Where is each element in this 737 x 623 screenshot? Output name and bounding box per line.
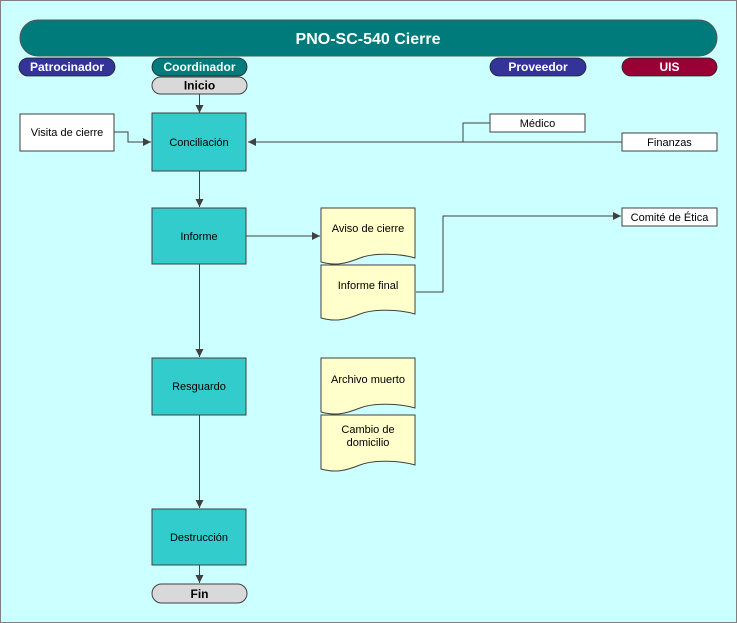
process-destruccion-label: Destrucción — [170, 532, 228, 544]
process-conciliacion[interactable]: Conciliación — [151, 112, 247, 172]
process-resguardo[interactable]: Resguardo — [151, 357, 247, 416]
document-archivo-muerto[interactable]: Archivo muerto — [320, 357, 416, 415]
external-visita-de-cierre[interactable]: Visita de cierre — [19, 113, 115, 152]
title-bar — [19, 19, 718, 57]
role-proveedor: Proveedor — [489, 57, 587, 77]
document-aviso-de-cierre[interactable]: Aviso de cierre — [320, 207, 416, 265]
document-cambio-de-domicilio[interactable]: Cambio de domicilio — [320, 414, 416, 472]
role-patrocinador-label: Patrocinador — [30, 60, 104, 74]
end-terminal[interactable]: Fin — [151, 583, 248, 604]
external-finanzas-label: Finanzas — [647, 137, 692, 149]
role-coordinador: Coordinador — [151, 57, 248, 77]
diagram-title: PNO-SC-540 Cierre — [296, 31, 441, 48]
start-terminal[interactable]: Inicio — [151, 76, 248, 95]
role-coordinador-label: Coordinador — [164, 60, 236, 74]
connectors — [114, 94, 622, 583]
document-informe-final[interactable]: Informe final — [320, 264, 416, 321]
process-informe[interactable]: Informe — [151, 207, 247, 265]
process-conciliacion-label: Conciliación — [169, 137, 228, 149]
process-destruccion[interactable]: Destrucción — [151, 508, 247, 566]
start-terminal-label: Inicio — [184, 79, 215, 93]
external-comite-de-etica[interactable]: Comité de Ética — [621, 207, 718, 227]
connector-informe-final-comite — [416, 212, 621, 293]
document-archivo-label: Archivo muerto — [331, 374, 405, 386]
external-medico[interactable]: Médico — [489, 113, 586, 133]
document-aviso-label: Aviso de cierre — [332, 223, 405, 235]
process-informe-label: Informe — [180, 231, 217, 243]
external-medico-label: Médico — [520, 118, 555, 130]
role-uis: UIS — [621, 57, 718, 77]
role-proveedor-label: Proveedor — [508, 60, 568, 74]
external-finanzas[interactable]: Finanzas — [621, 132, 718, 152]
connector-medico — [462, 122, 490, 142]
connector-visita-conciliacion — [114, 131, 151, 146]
external-comite-label: Comité de Ética — [631, 211, 710, 224]
document-cambio-label-line1: Cambio de — [341, 424, 394, 436]
role-patrocinador: Patrocinador — [18, 57, 116, 77]
document-cambio-label-line2: domicilio — [347, 437, 390, 449]
end-terminal-label: Fin — [191, 587, 209, 601]
role-uis-label: UIS — [659, 60, 679, 74]
process-resguardo-label: Resguardo — [172, 381, 226, 393]
document-informe-final-label: Informe final — [338, 280, 399, 292]
external-visita-label: Visita de cierre — [31, 127, 104, 139]
